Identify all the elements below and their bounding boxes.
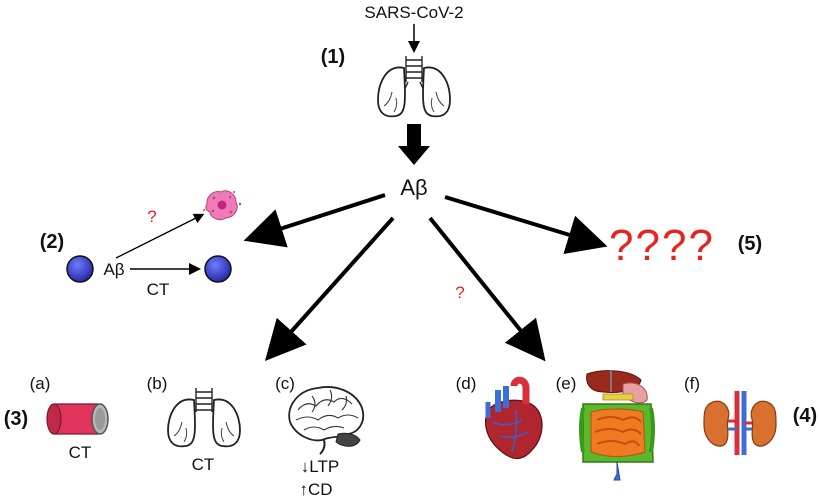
virus-label: SARS-CoV-2 — [364, 3, 463, 22]
item-f-letter: (f) — [684, 374, 700, 393]
item-a-letter: (a) — [30, 374, 51, 393]
brain-icon — [288, 386, 365, 455]
kidneys-icon — [703, 391, 777, 455]
step1-label: (1) — [321, 46, 345, 68]
step2-ct-label: CT — [147, 280, 170, 299]
step3-label: (3) — [4, 408, 28, 430]
step2-question-arrow — [115, 213, 205, 259]
arrow-to-step2 — [243, 193, 386, 248]
digestive-system-icon — [579, 370, 655, 481]
middle-question-mark: ? — [455, 283, 464, 302]
step2-question-mark: ? — [147, 207, 156, 226]
lungs-icon-b — [167, 388, 241, 448]
step2-abeta-label: Aβ — [103, 260, 124, 279]
cell-icon-right — [204, 255, 232, 283]
step5-label: (5) — [738, 233, 762, 255]
big-down-arrow — [398, 124, 430, 165]
blood-vessel-icon — [46, 403, 109, 435]
heart-icon — [484, 376, 543, 460]
arrow-to-step4 — [428, 216, 546, 362]
arrow-to-step3 — [264, 216, 395, 361]
cell-icon-left — [66, 255, 94, 283]
lungs-icon — [377, 56, 451, 118]
item-a-caption: CT — [69, 443, 92, 462]
item-c-letter: (c) — [275, 374, 295, 393]
item-e-letter: (e) — [556, 374, 577, 393]
center-abeta-label: Aβ — [400, 175, 427, 200]
step5-question-marks: ???? — [609, 221, 715, 270]
step4-label: (4) — [793, 405, 817, 427]
item-c-caption-ltp: ↓LTP — [301, 457, 339, 476]
item-b-letter: (b) — [147, 374, 168, 393]
dying-cell-icon — [203, 190, 242, 221]
item-b-caption: CT — [192, 455, 215, 474]
arrow-to-step5 — [444, 195, 608, 254]
step2-label: (2) — [40, 231, 64, 253]
item-c-caption-cd: ↑CD — [299, 480, 332, 499]
item-d-letter: (d) — [456, 374, 477, 393]
